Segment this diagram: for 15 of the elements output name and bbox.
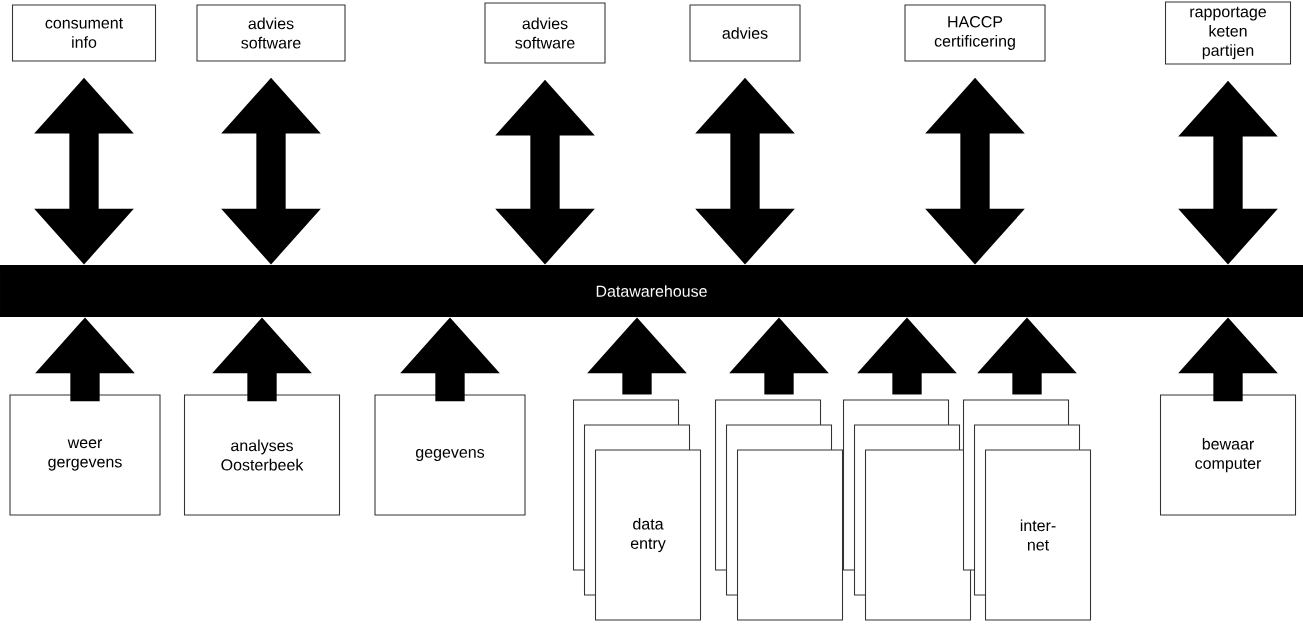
process-box: bewaar computer — [1159, 394, 1297, 516]
datawarehouse-bar: Datawarehouse — [0, 265, 1303, 317]
process-box: advies — [689, 4, 801, 62]
process-box: consument info — [11, 4, 157, 62]
document-stack — [842, 399, 972, 621]
process-box: HACCP certificering — [904, 4, 1046, 62]
process-box: advies software — [196, 4, 346, 62]
document-stack — [714, 399, 844, 621]
document-stack: data entry — [572, 399, 702, 621]
document-stack: inter-net — [962, 399, 1092, 621]
process-box: gegevens — [374, 394, 526, 516]
process-box: rapportage keten partijen — [1164, 1, 1292, 65]
process-box: weer gergevens — [9, 394, 161, 516]
process-box: advies software — [484, 2, 606, 64]
process-box: analyses Oosterbeek — [183, 394, 341, 516]
